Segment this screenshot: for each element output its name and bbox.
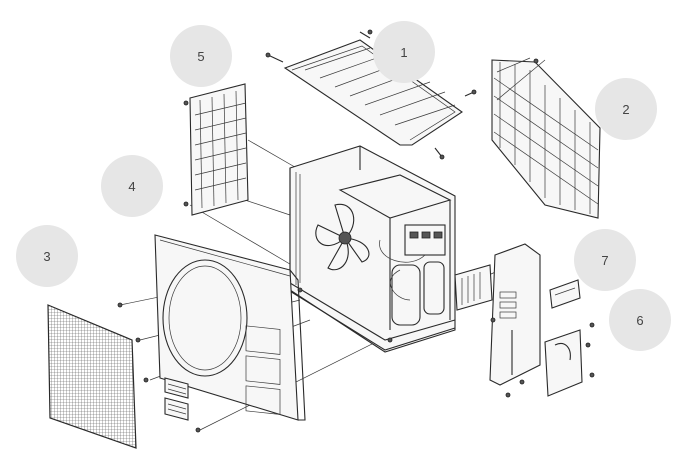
terminal-cover-part — [544, 329, 595, 397]
fan-blade — [315, 203, 370, 271]
front-panel-part — [117, 234, 306, 433]
side-grille-part — [183, 83, 249, 216]
callout-label: 6 — [636, 312, 644, 328]
callout-label: 7 — [601, 252, 609, 268]
callout-label: 1 — [400, 44, 408, 60]
callout-label: 5 — [197, 48, 205, 64]
rear-grille-part — [491, 57, 607, 219]
chassis-part — [284, 145, 493, 353]
callout-label: 3 — [43, 248, 51, 264]
callout-terminal-cover: 6 — [609, 289, 671, 351]
callout-rear-grille: 2 — [595, 78, 657, 140]
callout-top-cover: 1 — [373, 21, 435, 83]
top-cover-part — [265, 29, 477, 160]
rear-side-panel-part — [489, 243, 541, 398]
louver-pieces — [164, 377, 189, 421]
callout-front-grille: 3 — [16, 225, 78, 287]
front-grille-part — [47, 304, 137, 449]
callout-label: 2 — [622, 101, 630, 117]
valve-cover-part — [549, 279, 595, 348]
callout-side-grille: 5 — [170, 25, 232, 87]
callout-label: 4 — [128, 178, 136, 194]
callout-front-panel: 4 — [101, 155, 163, 217]
callout-valve-cover: 7 — [574, 229, 636, 291]
